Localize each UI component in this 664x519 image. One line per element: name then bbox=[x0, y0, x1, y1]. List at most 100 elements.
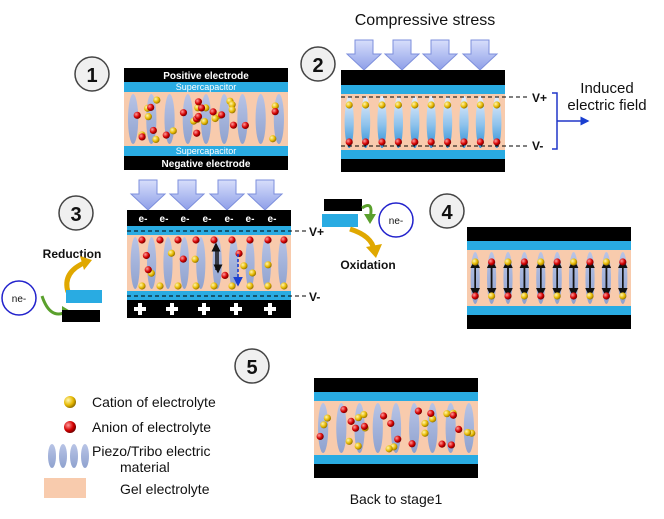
piezo-column bbox=[361, 96, 371, 148]
piezo-column bbox=[344, 96, 354, 148]
anion bbox=[493, 138, 501, 146]
cation bbox=[246, 282, 254, 290]
stage-5-caption: Back to stage1 bbox=[350, 491, 443, 507]
anion bbox=[179, 255, 187, 263]
cation bbox=[411, 101, 419, 109]
piezo-column bbox=[372, 403, 383, 453]
induced-field-label-2: electric field bbox=[567, 97, 646, 114]
supercapacitor-top-2 bbox=[341, 85, 505, 94]
cation bbox=[152, 135, 160, 143]
anion bbox=[380, 412, 388, 420]
anion bbox=[174, 236, 182, 244]
plus-bar-v bbox=[170, 303, 174, 315]
cation bbox=[385, 445, 393, 453]
cation bbox=[320, 421, 328, 429]
anion bbox=[144, 266, 152, 274]
supercapacitor-bottom-3 bbox=[127, 291, 291, 300]
cation bbox=[602, 258, 611, 266]
cation bbox=[323, 414, 331, 422]
anion bbox=[427, 138, 435, 146]
piezo-column bbox=[336, 403, 347, 453]
stress-arrow-group bbox=[345, 39, 499, 71]
anion bbox=[504, 292, 512, 300]
cation bbox=[264, 261, 272, 269]
stress-arrow-group bbox=[129, 179, 284, 211]
positive-electrode bbox=[124, 68, 288, 82]
step-badge-1 bbox=[74, 56, 110, 92]
cation bbox=[354, 442, 362, 450]
anion bbox=[444, 138, 452, 146]
anion bbox=[218, 111, 226, 119]
field-bracket bbox=[552, 92, 558, 150]
anion bbox=[394, 138, 402, 146]
anion bbox=[229, 121, 238, 129]
anion bbox=[194, 112, 203, 121]
stage-5: 5 Back to stage1 bbox=[234, 348, 478, 507]
electron-label: e- bbox=[203, 214, 212, 225]
oxidation-label: Oxidation bbox=[340, 258, 395, 272]
cation bbox=[280, 282, 288, 290]
piezo-column bbox=[377, 96, 387, 148]
mini-electrode-left bbox=[62, 310, 100, 322]
cation bbox=[271, 102, 279, 110]
cation bbox=[421, 429, 429, 437]
step-number-3: 3 bbox=[70, 204, 81, 226]
ne-bubble-right bbox=[378, 202, 414, 238]
ne-bubble-left bbox=[1, 280, 37, 316]
anion bbox=[162, 131, 170, 139]
anion bbox=[246, 236, 254, 244]
stage-1: 1 Positive electrode Supercapacitor Supe… bbox=[74, 56, 288, 170]
anion bbox=[460, 138, 468, 146]
anion bbox=[228, 236, 236, 244]
v-plus-label-2: V+ bbox=[532, 91, 547, 105]
cation bbox=[269, 135, 277, 143]
piezo-column bbox=[130, 237, 140, 289]
stress-arrow bbox=[421, 39, 459, 71]
positive-electrode-label: Positive electrode bbox=[163, 71, 249, 82]
supercapacitor-top-label: Supercapacitor bbox=[176, 82, 237, 92]
plus-bar-v bbox=[268, 303, 272, 315]
mini-electrode-right bbox=[324, 199, 362, 211]
cation bbox=[192, 282, 200, 290]
cation bbox=[248, 269, 257, 277]
cation bbox=[463, 428, 472, 437]
piezo-column bbox=[179, 237, 189, 289]
anion bbox=[537, 292, 545, 300]
anion bbox=[192, 236, 200, 244]
cation bbox=[153, 96, 161, 104]
cation bbox=[394, 101, 402, 109]
supercapacitor-top-3 bbox=[127, 226, 291, 235]
piezo-column bbox=[147, 237, 157, 289]
cation bbox=[167, 249, 176, 257]
anion bbox=[427, 409, 435, 418]
piezo-column bbox=[492, 96, 502, 148]
electron-label: e- bbox=[181, 214, 190, 225]
electron-label-group: e-e-e-e-e-e-e- bbox=[139, 214, 277, 225]
electron-label: e- bbox=[139, 214, 148, 225]
cation bbox=[520, 292, 529, 300]
legend-gel-label: Gel electrolyte bbox=[120, 481, 210, 497]
piezo-column bbox=[182, 94, 193, 144]
cation bbox=[228, 106, 236, 114]
cation bbox=[421, 419, 429, 428]
cation bbox=[264, 282, 272, 290]
supercapacitor-bottom bbox=[124, 146, 288, 156]
cation bbox=[619, 292, 627, 300]
negative-electrode bbox=[124, 156, 288, 170]
plus-bar-v bbox=[202, 303, 206, 315]
stress-arrow bbox=[129, 179, 167, 211]
cation bbox=[360, 410, 368, 419]
anion bbox=[570, 292, 578, 300]
piezo-column bbox=[212, 237, 222, 289]
anion bbox=[476, 138, 484, 146]
piezo-column bbox=[196, 237, 206, 289]
piezo-column bbox=[128, 94, 139, 144]
ion-group bbox=[345, 101, 501, 146]
anion bbox=[138, 133, 146, 141]
step-number-4: 4 bbox=[441, 202, 453, 224]
ne-label-right: ne- bbox=[389, 216, 403, 227]
electrode-top-2 bbox=[341, 70, 505, 85]
anion bbox=[142, 251, 151, 260]
cation bbox=[504, 258, 512, 266]
cation bbox=[211, 114, 219, 123]
